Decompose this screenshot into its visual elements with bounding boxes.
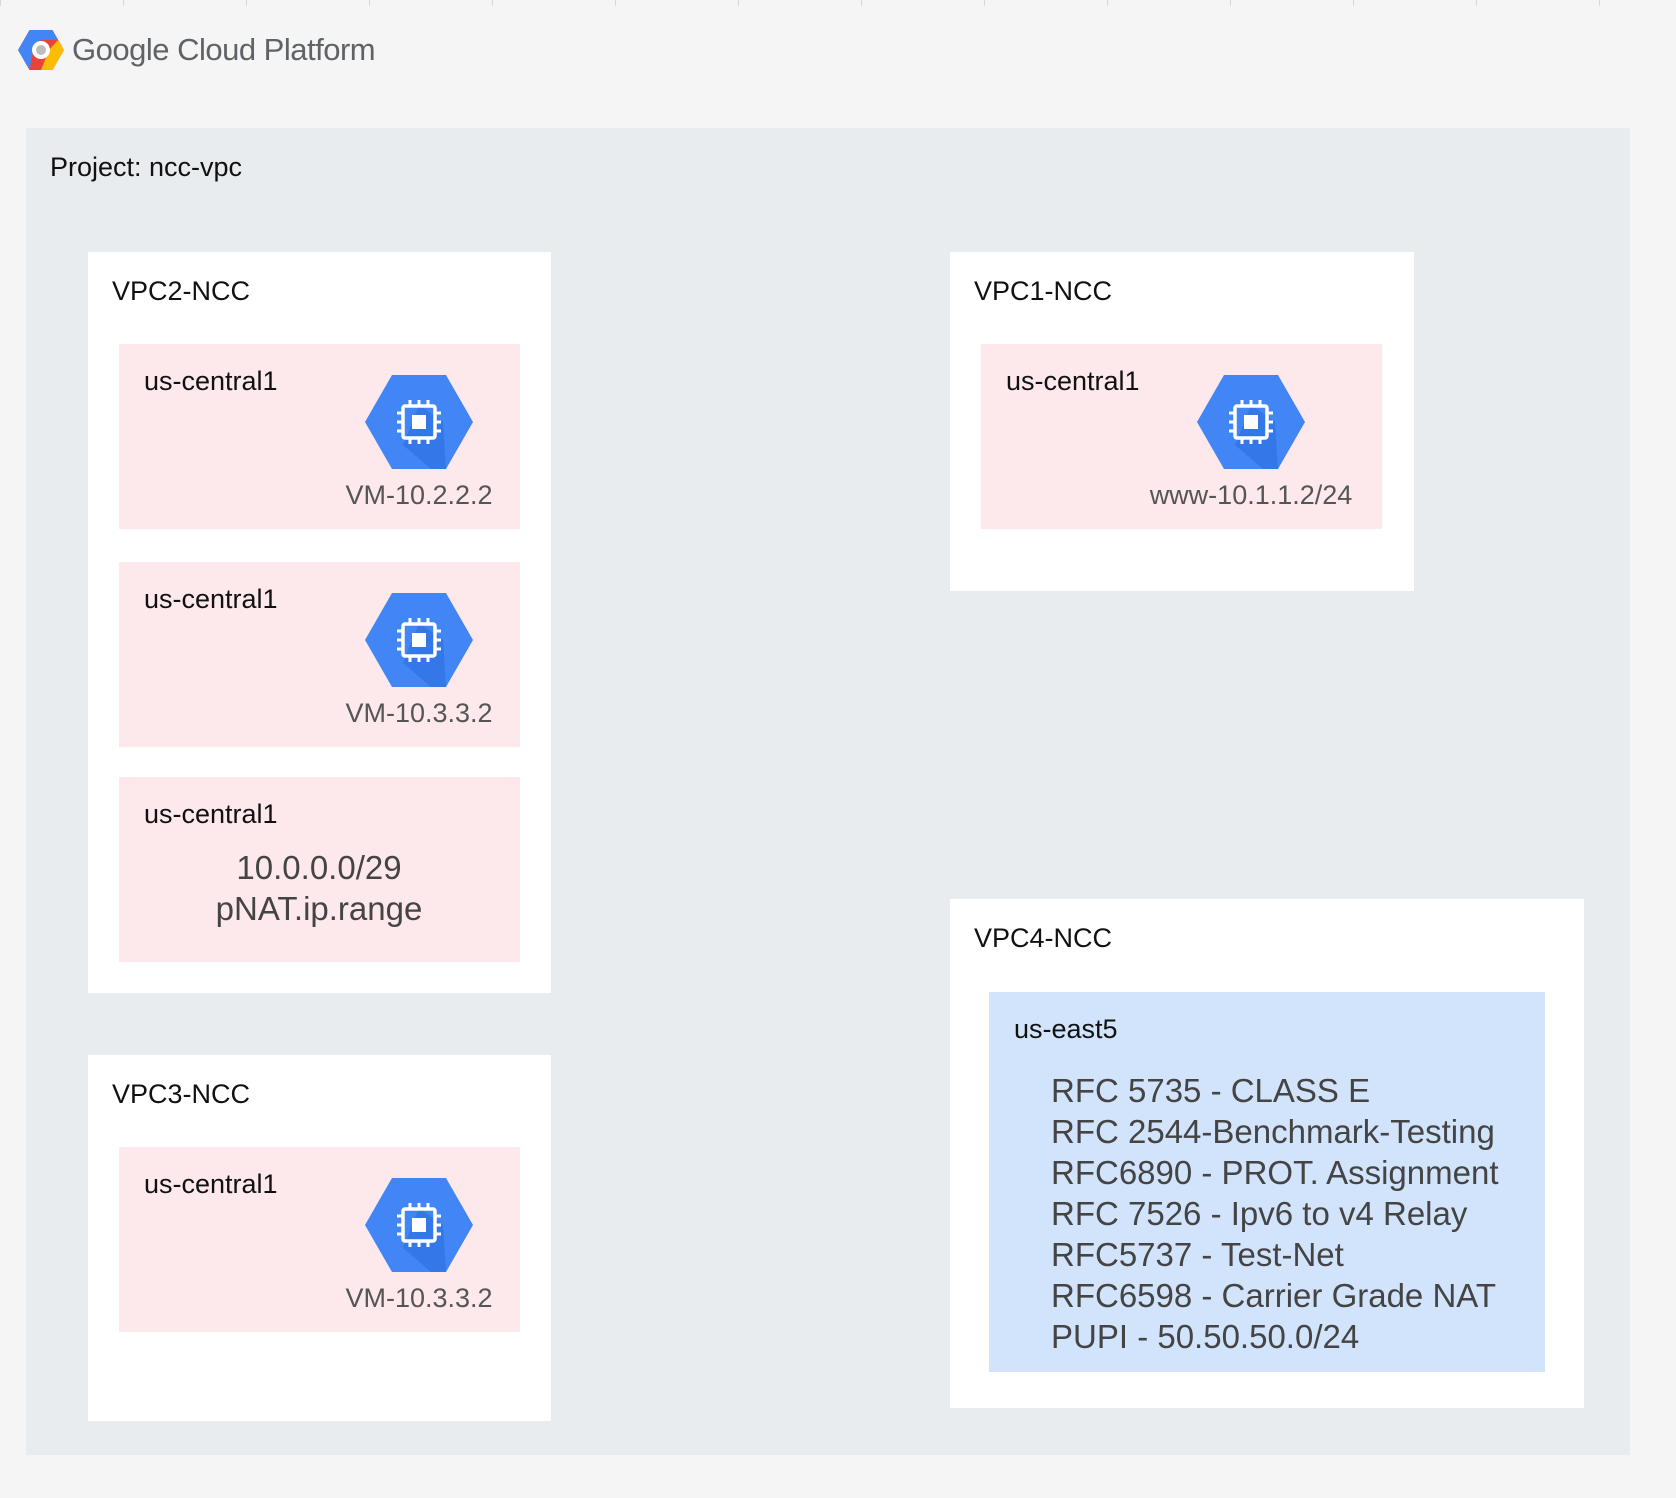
- vpc2-subnet-1: us-central1 VM-10.2.2.2: [119, 344, 520, 529]
- vpc4-container: VPC4-NCC us-east5 RFC 5735 - CLASS E RFC…: [950, 899, 1584, 1408]
- reserved-range-item: RFC5737 - Test-Net: [1051, 1236, 1344, 1273]
- vpc2-subnet-3: us-central1 10.0.0.0/29 pNAT.ip.range: [119, 777, 520, 962]
- vpc2-label: VPC2-NCC: [112, 276, 251, 306]
- gcp-brand: Google Cloud Platform: [18, 26, 376, 74]
- vpc1-label: VPC1-NCC: [974, 276, 1113, 306]
- ip-range-cidr: 10.0.0.0/29: [236, 849, 402, 886]
- reserved-range-item: RFC6598 - Carrier Grade NAT: [1051, 1277, 1497, 1314]
- subnet-region: us-central1: [144, 584, 278, 614]
- project-label: Project: ncc-vpc: [50, 152, 243, 182]
- vpc3-label: VPC3-NCC: [112, 1079, 251, 1109]
- brand-name: Google Cloud Platform: [72, 32, 376, 67]
- vpc1-subnet-1: us-central1 www-10.1.1.2/24: [981, 344, 1382, 529]
- compute-engine-icon: [365, 593, 473, 687]
- subnet-region: us-central1: [144, 366, 278, 396]
- subnet-region: us-central1: [1006, 366, 1140, 396]
- reserved-range-list: RFC 5735 - CLASS E RFC 2544-Benchmark-Te…: [1051, 1070, 1499, 1357]
- vpc2-subnet-2: us-central1 VM-10.3.3.2: [119, 562, 520, 747]
- top-ruler: [0, 0, 1676, 6]
- reserved-range-item: PUPI - 50.50.50.0/24: [1051, 1318, 1360, 1355]
- compute-engine-icon: [1197, 375, 1305, 469]
- compute-engine-icon: [365, 375, 473, 469]
- ip-range-name: pNAT.ip.range: [215, 890, 423, 927]
- vm-label: VM-10.2.2.2: [345, 480, 493, 510]
- vm-label: VM-10.3.3.2: [345, 1283, 493, 1313]
- vm-label: www-10.1.1.2/24: [1149, 480, 1353, 510]
- subnet-region: us-central1: [144, 1169, 278, 1199]
- vpc3-subnet-1: us-central1 VM-10.3.3.2: [119, 1147, 520, 1332]
- subnet-region: us-central1: [144, 799, 278, 829]
- vpc3-container: VPC3-NCC us-central1 VM-10.3.3.2: [88, 1055, 551, 1421]
- compute-engine-icon: [365, 1178, 473, 1272]
- reserved-range-item: RFC 7526 - Ipv6 to v4 Relay: [1051, 1195, 1468, 1232]
- vpc4-subnet-1: us-east5 RFC 5735 - CLASS E RFC 2544-Ben…: [989, 992, 1545, 1372]
- vpc1-container: VPC1-NCC us-central1 www-10.1.1.2/24: [950, 252, 1414, 591]
- reserved-range-item: RFC6890 - PROT. Assignment: [1051, 1154, 1499, 1191]
- reserved-range-item: RFC 2544-Benchmark-Testing: [1051, 1113, 1495, 1150]
- project-container: Project: ncc-vpc VPC2-NCC us-central1 VM…: [26, 128, 1630, 1455]
- vpc2-container: VPC2-NCC us-central1 VM-10.2.2.2 us-cent…: [88, 252, 551, 993]
- vpc4-label: VPC4-NCC: [974, 923, 1113, 953]
- vm-label: VM-10.3.3.2: [345, 698, 493, 728]
- subnet-region: us-east5: [1014, 1014, 1118, 1044]
- reserved-range-item: RFC 5735 - CLASS E: [1051, 1072, 1371, 1109]
- gcp-hexagon-logo-icon: [18, 30, 64, 70]
